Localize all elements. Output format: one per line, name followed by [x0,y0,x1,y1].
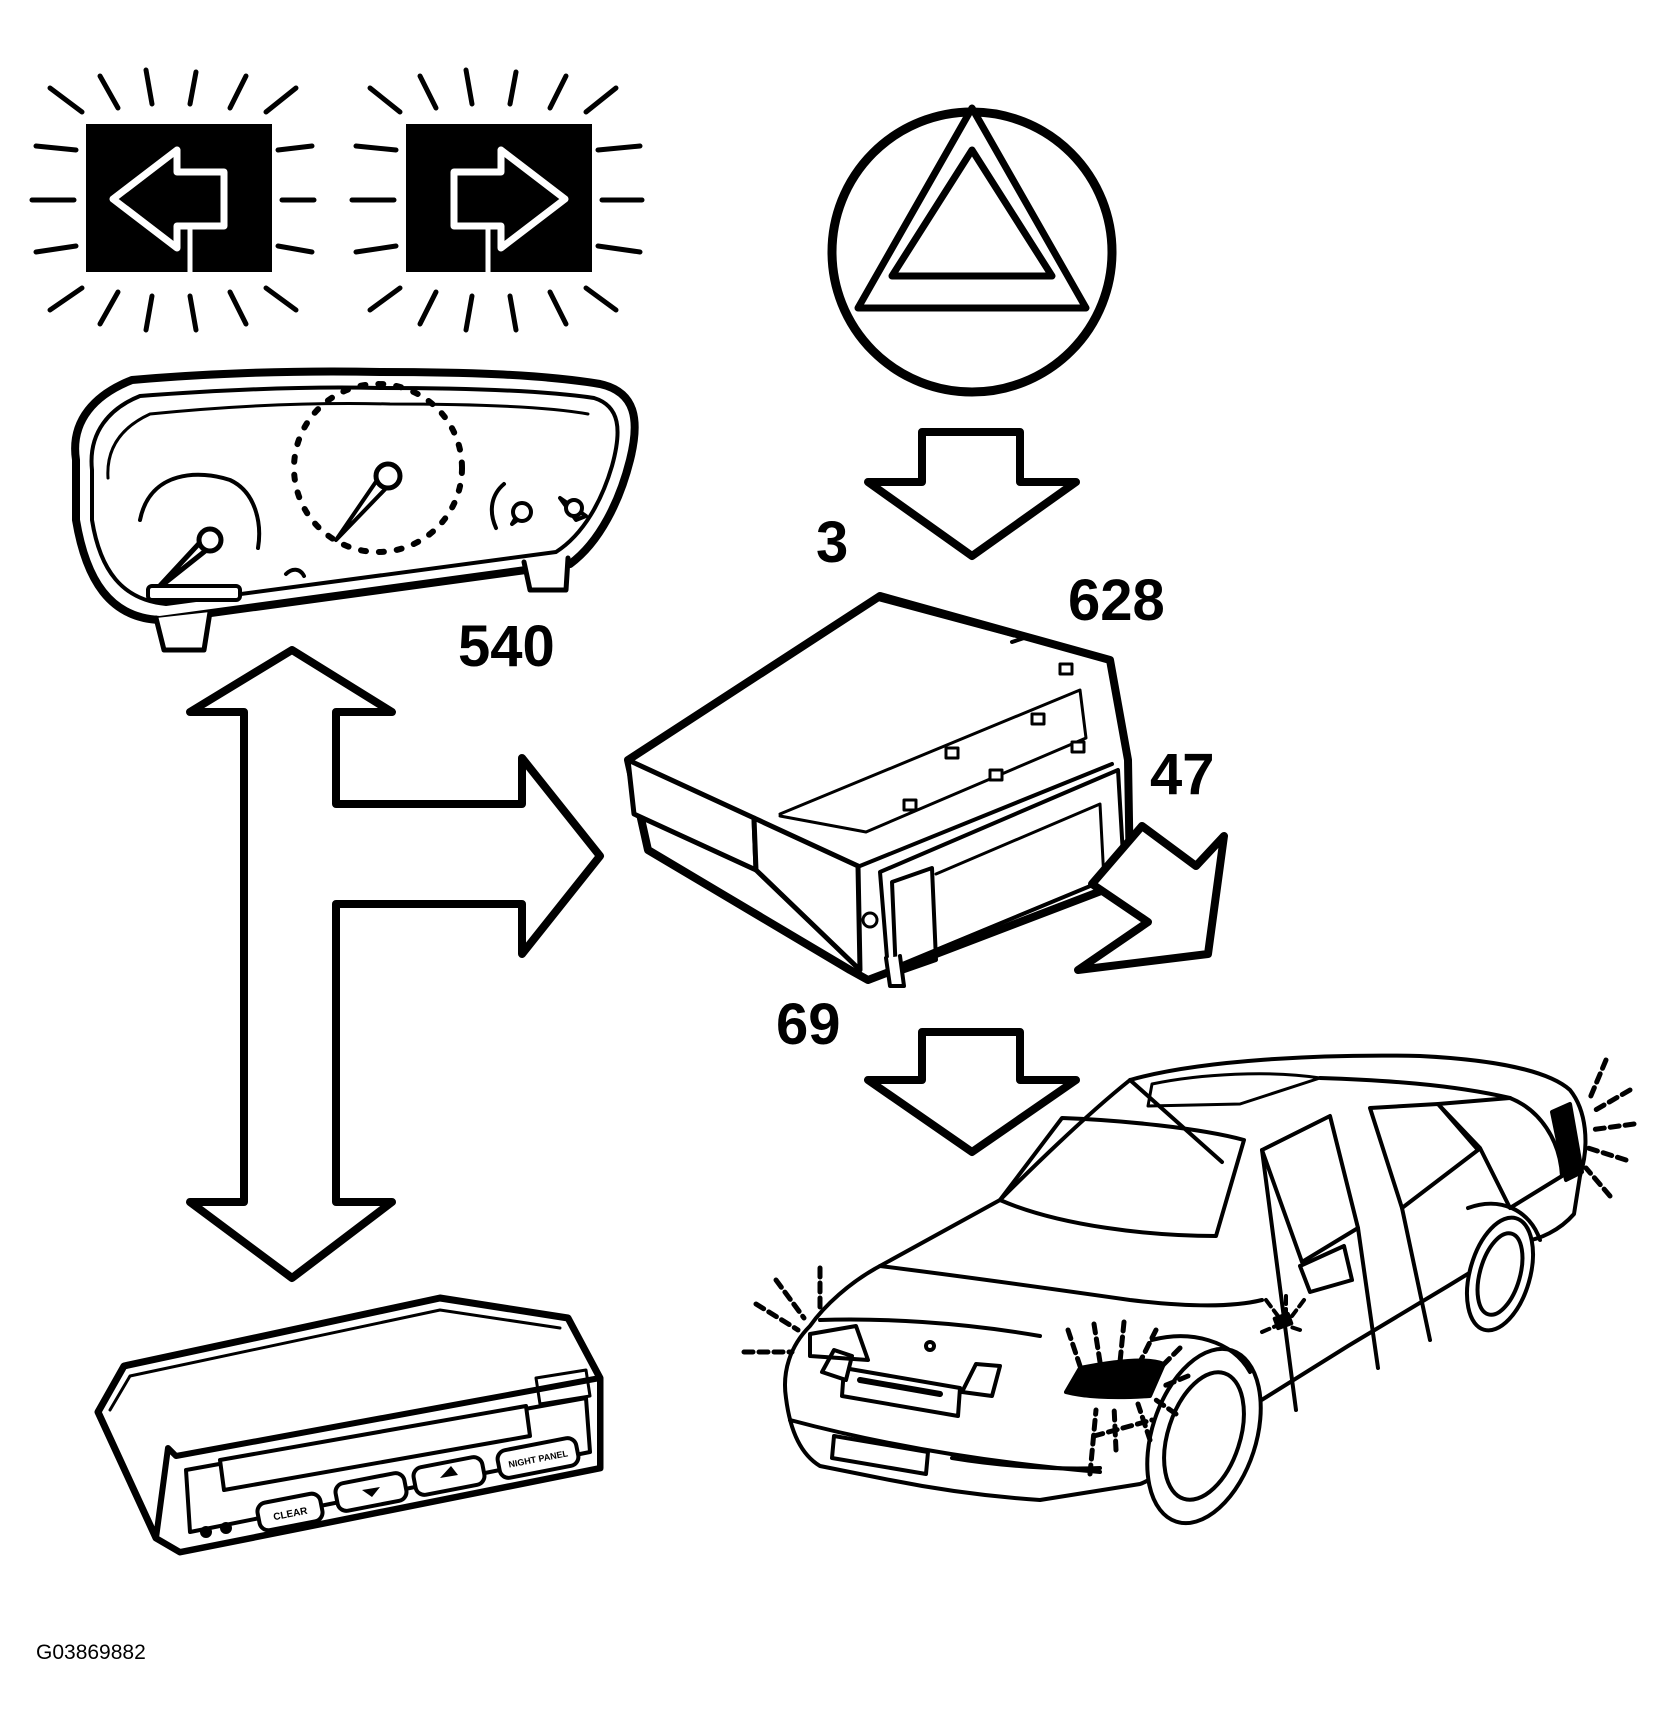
sid-up-icon [440,1466,458,1478]
callout-47: 47 [1150,742,1215,807]
instrument-cluster [71,367,639,653]
callout-69: 69 [776,992,841,1057]
car-illustration [783,1053,1588,1526]
front-right-flash-rays [1065,1319,1191,1477]
cluster-mounting-tabs [153,555,571,653]
arrow-switch-to-module [864,428,1080,560]
right-indicator-rays [349,67,645,333]
sid-display-unit: CLEAR NIGHT PANEL [94,1294,604,1556]
arrow-module-to-car [864,1028,1080,1156]
callout-3: 3 [816,510,849,575]
left-turn-indicator-icon [29,67,317,333]
speedometer-gauge [291,381,465,555]
callout-540: 540 [458,614,555,679]
control-module [624,592,1134,988]
module-mounting-tabs [902,662,1086,812]
rear-flash-rays [1583,1057,1637,1199]
fuel-gauge [138,472,262,602]
figure-id: G03869882 [36,1641,146,1664]
right-turn-indicator-icon [349,67,645,333]
hazard-switch-icon [827,104,1117,397]
bus-arrow [186,646,604,1282]
left-indicator-rays [29,67,317,333]
temperature-gauge [489,482,588,530]
side-repeater-flash-rays [1260,1294,1306,1334]
sid-down-icon [362,1487,380,1497]
sid-indicator-dot [200,1526,212,1538]
callout-628: 628 [1068,568,1165,633]
arrow-module-to-rear [1074,822,1228,974]
front-left-flash-rays [741,1265,823,1355]
rear-lamp [1550,1102,1584,1182]
sid-indicator-dot [220,1522,232,1534]
